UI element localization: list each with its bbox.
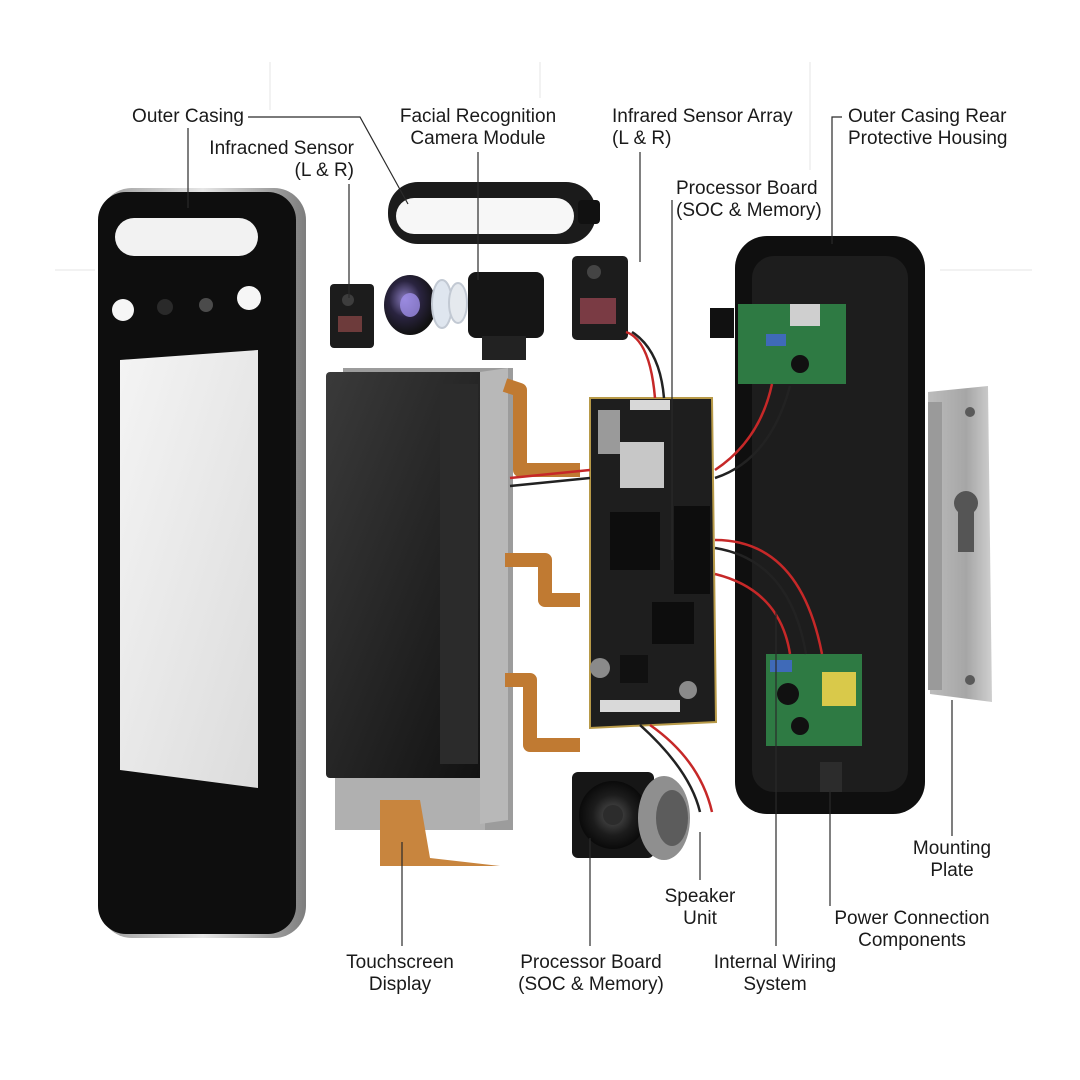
outer-casing-front — [98, 188, 306, 938]
background-guides — [55, 62, 1032, 271]
leader-lines — [187, 116, 953, 946]
touchscreen-display — [326, 368, 513, 866]
internal-wiring — [509, 330, 824, 813]
label-speaker-unit: Speaker Unit — [664, 886, 736, 929]
speaker-unit — [572, 772, 690, 860]
camera-bar — [388, 182, 600, 244]
label-facial-camera: Facial Recognition Camera Module — [399, 106, 557, 149]
infrared-sensor-left — [330, 284, 374, 348]
label-touchscreen-display: Touchscreen Display — [346, 952, 454, 995]
label-processor-board-bottom: Processor Board (SOC & Memory) — [518, 952, 664, 995]
camera-module — [384, 272, 544, 360]
label-rear-housing: Outer Casing Rear Protective Housing — [848, 106, 1008, 149]
label-mounting-plate: Mounting Plate — [912, 838, 992, 881]
power-board-bottom — [766, 654, 862, 746]
mounting-plate — [928, 386, 992, 702]
processor-board-pcb — [589, 397, 718, 730]
label-infrared-sensor-left: Infracned Sensor (L & R) — [209, 138, 354, 181]
flex-cables — [502, 378, 580, 752]
label-infrared-array: Infrared Sensor Array (L & R) — [612, 106, 793, 149]
power-board-top — [710, 304, 846, 384]
label-internal-wiring: Internal Wiring System — [713, 952, 837, 995]
label-outer-casing: Outer Casing — [132, 106, 244, 127]
label-processor-board-top: Processor Board (SOC & Memory) — [676, 178, 822, 221]
infrared-sensor-right — [572, 256, 628, 340]
label-power-connection: Power Connection Components — [834, 908, 990, 951]
